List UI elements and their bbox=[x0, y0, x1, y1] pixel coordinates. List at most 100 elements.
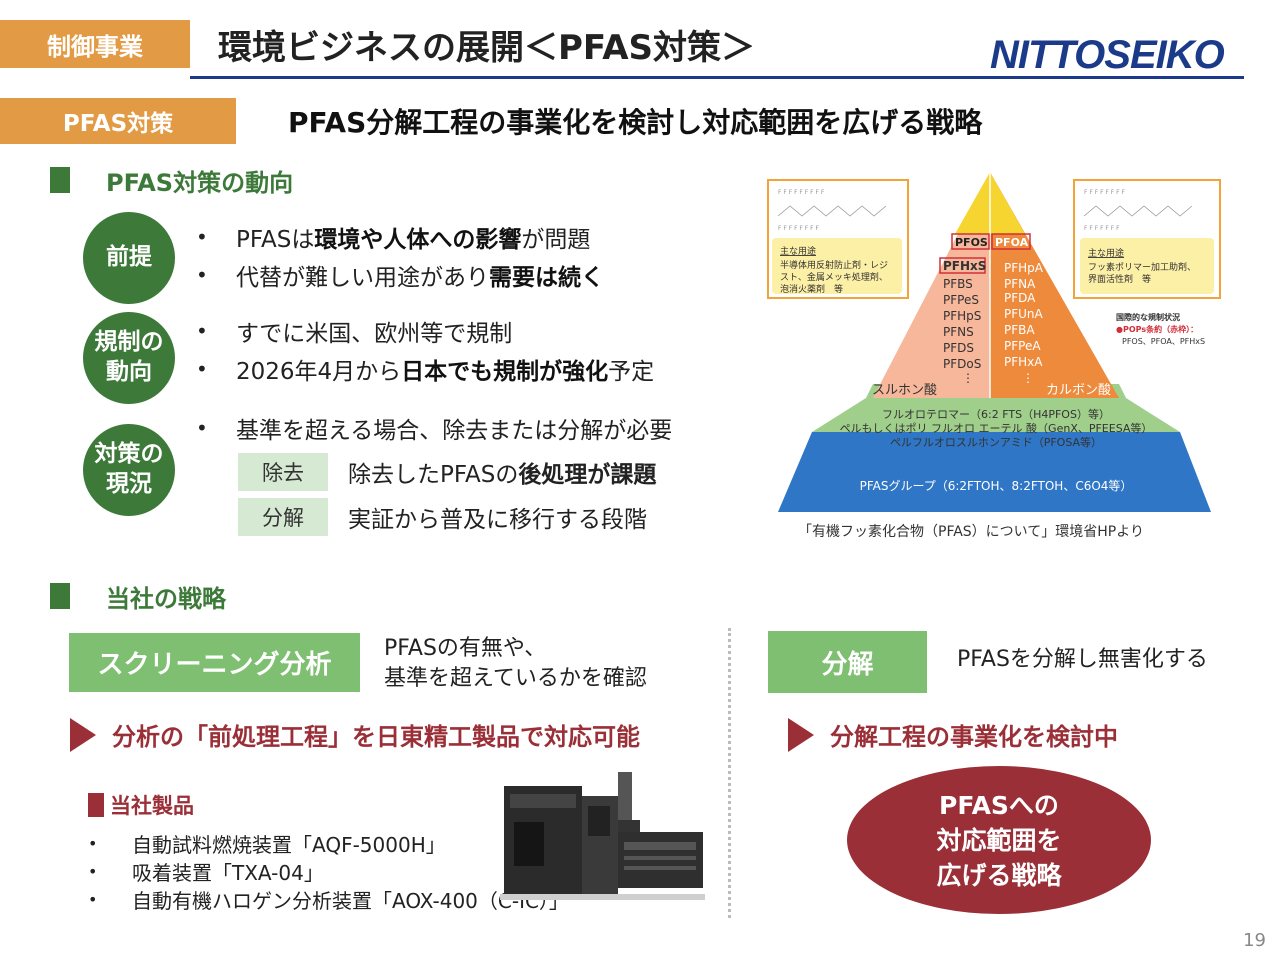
countermeasure-bullet: • 基準を超える場合、除去または分解が必要 bbox=[196, 411, 672, 445]
green-line-2: ペルもしくはポリ フルオロ エーテル 酸（GenX、PFEESA等） bbox=[840, 421, 1153, 435]
products-heading: 当社製品 bbox=[88, 790, 194, 820]
left-list-item: PFDS bbox=[943, 341, 974, 355]
pfos-label: PFOS bbox=[955, 236, 988, 249]
left-list-item: PFBS bbox=[943, 277, 973, 291]
pyramid-green-layer bbox=[812, 398, 1180, 432]
company-logo: NITTOSEIKO bbox=[990, 33, 1226, 76]
svg-text:F F F F F F F F F: F F F F F F F F F bbox=[778, 189, 825, 196]
pyramid-carboxylic-layer bbox=[990, 172, 1119, 398]
arrow-triangle-icon bbox=[788, 717, 814, 752]
premise-circle: 前提 bbox=[83, 212, 175, 304]
bullet-text-pre: 代替が難しい用途があり bbox=[236, 265, 489, 291]
right-usage-title: 主な用途 bbox=[1088, 247, 1124, 259]
carboxylic-label: カルボン酸 bbox=[1046, 383, 1111, 398]
left-list-item: PFDoS bbox=[943, 357, 981, 371]
right-list-item: PFHxA bbox=[1004, 355, 1043, 369]
right-usage-box bbox=[1080, 238, 1214, 294]
left-usage-text3: 泡消火薬剤 等 bbox=[780, 283, 843, 295]
right-usage-text2: 界面活性剤 等 bbox=[1088, 273, 1151, 285]
countermeasure-label: 対策の現況 bbox=[94, 441, 164, 497]
bullet-text-post: が問題 bbox=[521, 227, 591, 253]
left-usage-title: 主な用途 bbox=[780, 245, 816, 257]
pfoa-label: PFOA bbox=[995, 236, 1029, 249]
svg-text:NITTOSEIKO: NITTOSEIKO bbox=[990, 33, 1225, 76]
product-photo bbox=[500, 772, 705, 900]
right-list-item: PFHpA bbox=[1004, 261, 1044, 275]
product-item: •自動有機ハロゲン分析装置「AOX-400（C-IC）」 bbox=[88, 888, 569, 913]
svg-text:F F F F F F F: F F F F F F F bbox=[1084, 225, 1120, 232]
trends-heading-text: PFAS対策の動向 bbox=[106, 168, 294, 197]
heading-square bbox=[50, 583, 70, 609]
product-item: •吸着装置「TXA-04」 bbox=[88, 860, 324, 885]
sub-title: PFAS分解工程の事業化を検討し対応範囲を広げる戦略 bbox=[288, 106, 983, 139]
decomposition-arrow-row: 分解工程の事業化を検討中 bbox=[788, 717, 1118, 752]
svg-text:⋮: ⋮ bbox=[962, 371, 974, 385]
section-divider bbox=[728, 628, 731, 918]
heading-square bbox=[50, 167, 70, 193]
bullet-text-bold: 日本でも規制が強化 bbox=[401, 359, 609, 385]
bullet-text-bold: 環境や人体への影響 bbox=[314, 227, 522, 253]
products-list: •自動試料燃焼装置「AQF-5000H」 •吸着装置「TXA-04」 •自動有機… bbox=[88, 829, 569, 913]
left-usage-text2: スト、金属メッキ処理剤、 bbox=[780, 271, 888, 283]
arrow-triangle-icon bbox=[70, 717, 96, 752]
blue-line: PFASグループ（6:2FTOH、8:2FTOH、C6O4等） bbox=[860, 479, 1133, 493]
screening-arrow-row: 分析の「前処理工程」を日東精工製品で対応可能 bbox=[70, 717, 640, 752]
page-title: 環境ビジネスの展開＜PFAS対策＞ bbox=[218, 27, 756, 68]
regulation-bullet-1: • すでに米国、欧州等で規制 bbox=[196, 314, 512, 348]
header-rule bbox=[190, 76, 1244, 79]
green-line-1: フルオロテロマー（6:2 FTS（H4PFOS）等） bbox=[882, 407, 1110, 421]
screening-arrow-text: 分析の「前処理工程」を日東精工製品で対応可能 bbox=[112, 723, 640, 751]
regulation-circle: 規制の動向 bbox=[83, 312, 175, 404]
bullet-text: 基準を超える場合、除去または分解が必要 bbox=[236, 418, 673, 444]
countermeasure-circle: 対策の現況 bbox=[83, 424, 175, 516]
reg-line1: ●POPs条約（赤枠）： bbox=[1116, 324, 1198, 334]
decomposition-strategy-desc: PFASを分解し無害化する bbox=[957, 647, 1208, 672]
right-usage-text1: フッ素ポリマー加工助剤、 bbox=[1088, 261, 1196, 273]
left-list-item: PFHpS bbox=[943, 309, 981, 323]
trends-heading: PFAS対策の動向 bbox=[50, 164, 294, 197]
sulfonic-label: スルホン酸 bbox=[872, 383, 937, 398]
strategy-ellipse: PFASへの 対応範囲を 広げる戦略 bbox=[847, 766, 1151, 914]
left-usage-box bbox=[772, 238, 902, 294]
page-number: 19 bbox=[1243, 930, 1266, 951]
svg-text:F F F F F F F F: F F F F F F F F bbox=[778, 225, 820, 232]
premise-bullet-1: • PFASは環境や人体への影響が問題 bbox=[196, 220, 590, 254]
pfas-pyramid-figure: F F F F F F F F F F F F F F F F F 主な用途 半… bbox=[767, 172, 1221, 512]
svg-text:F F F F F F F F: F F F F F F F F bbox=[1084, 189, 1126, 196]
left-list-item: PFNS bbox=[943, 325, 974, 339]
pyramid-caption: 「有機フッ素化合物（PFAS）について」環境省HPより bbox=[798, 524, 1144, 540]
reg-line2: PFOS、PFOA、PFHxS bbox=[1122, 337, 1205, 346]
decomposition-desc: 実証から普及に移行する段階 bbox=[348, 507, 647, 533]
left-usage-text1: 半導体用反射防止剤・レジ bbox=[780, 259, 888, 271]
right-list-item: PFPeA bbox=[1004, 339, 1041, 353]
tag-removal: 除去 bbox=[238, 453, 328, 491]
screening-box: スクリーニング分析 bbox=[69, 633, 360, 692]
premise-label: 前提 bbox=[106, 244, 152, 271]
pyramid-blue-layer bbox=[778, 432, 1211, 512]
right-list-item: PFDA bbox=[1004, 291, 1036, 305]
products-heading-text: 当社製品 bbox=[110, 794, 194, 818]
decomposition-arrow-text: 分解工程の事業化を検討中 bbox=[830, 723, 1118, 751]
tag-decomposition: 分解 bbox=[238, 498, 328, 536]
reg-title: 国際的な規制状況 bbox=[1116, 312, 1180, 322]
left-list-item: PFHxS bbox=[943, 259, 986, 273]
right-list-item: PFNA bbox=[1004, 277, 1036, 291]
regulation-label: 規制の動向 bbox=[94, 329, 164, 385]
regulation-bullet-2: • 2026年4月から日本でも規制が強化予定 bbox=[196, 352, 654, 386]
screening-desc: PFASの有無や、 基準を超えているかを確認 bbox=[384, 636, 647, 691]
right-list-item: PFBA bbox=[1004, 323, 1035, 337]
strategy-heading: 当社の戦略 bbox=[50, 580, 226, 613]
green-line-3: ペルフルオロスルホンアミド（PFOSA等） bbox=[890, 435, 1102, 449]
bullet-text-post: 予定 bbox=[608, 359, 655, 385]
premise-bullet-2: • 代替が難しい用途があり需要は続く bbox=[196, 258, 604, 292]
svg-text:⋮: ⋮ bbox=[1022, 371, 1034, 385]
right-list-item: PFUnA bbox=[1004, 307, 1044, 321]
left-list-item: PFPeS bbox=[943, 293, 979, 307]
bullet-text-bold: 需要は続く bbox=[489, 265, 604, 291]
product-item: •自動試料燃焼装置「AQF-5000H」 bbox=[88, 832, 446, 857]
bullet-text-pre: PFASは bbox=[236, 227, 315, 253]
removal-desc: 除去したPFASの後処理が課題 bbox=[348, 462, 657, 488]
section-badge: 制御事業 bbox=[0, 20, 190, 68]
bullet-text-pre: すでに米国、欧州等で規制 bbox=[236, 321, 513, 347]
heading-square bbox=[88, 793, 104, 817]
